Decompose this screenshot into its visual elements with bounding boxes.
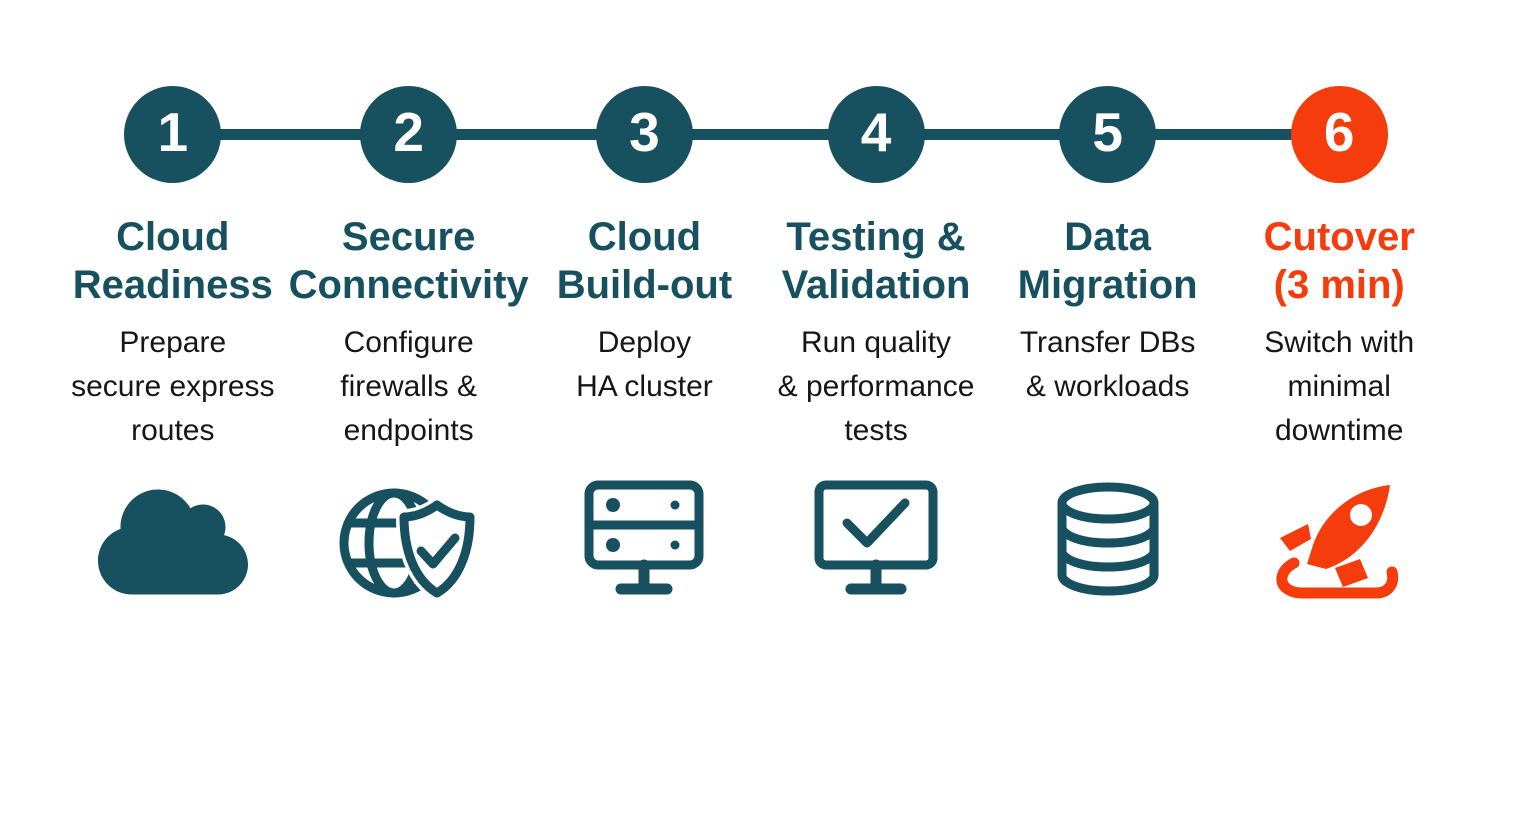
- server-rack-icon: [569, 477, 719, 607]
- step-column: 4 Testing & Validation Run quality & per…: [760, 86, 992, 607]
- step-number: 4: [860, 101, 892, 163]
- globe-shield-icon: [334, 477, 484, 607]
- step-description: Prepare secure express routes: [71, 326, 275, 447]
- step-circle: 4: [827, 86, 925, 183]
- step-number: 2: [393, 101, 424, 163]
- monitor-check-icon: [801, 477, 951, 607]
- step-number: 3: [629, 101, 660, 163]
- step-description: Deploy HA cluster: [576, 326, 713, 403]
- step-column: 2 Secure Connectivity Configure firewall…: [289, 86, 529, 607]
- step-number: 5: [1092, 101, 1123, 163]
- step-circle: 1: [124, 86, 222, 183]
- step-title: Cloud Build-out: [556, 215, 733, 307]
- step-description: Switch with minimal downtime: [1264, 326, 1415, 447]
- step-number: 6: [1323, 101, 1355, 163]
- step-title: Cutover (3 min): [1263, 215, 1415, 307]
- step-column: 6 Cutover (3 min) Switch with minimal do…: [1223, 86, 1455, 607]
- step-title: Data Migration: [1017, 215, 1198, 307]
- step-circle: 3: [595, 86, 693, 183]
- connector-line: [173, 129, 1339, 140]
- step-title: Testing & Validation: [781, 215, 971, 307]
- database-icon: [1033, 477, 1183, 607]
- step-column: 1 Cloud Readiness Prepare secure express…: [57, 86, 289, 607]
- step-title: Cloud Readiness: [72, 215, 273, 307]
- step-number: 1: [157, 101, 189, 163]
- step-circle: 6: [1290, 86, 1388, 183]
- timeline: 1 Cloud Readiness Prepare secure express…: [57, 86, 1455, 607]
- step-title: Secure Connectivity: [288, 215, 529, 307]
- cloud-icon: [97, 477, 248, 607]
- step-description: Transfer DBs & workloads: [1019, 326, 1196, 403]
- step-circle: 2: [360, 86, 458, 183]
- step-description: Configure firewalls & endpoints: [340, 326, 477, 447]
- rocket-icon: [1264, 477, 1414, 607]
- step-column: 3 Cloud Build-out Deploy HA cluster: [529, 86, 761, 607]
- step-description: Run quality & performance tests: [777, 326, 975, 447]
- step-circle: 5: [1059, 86, 1157, 183]
- step-column: 5 Data Migration Transfer DBs & workload…: [992, 86, 1224, 607]
